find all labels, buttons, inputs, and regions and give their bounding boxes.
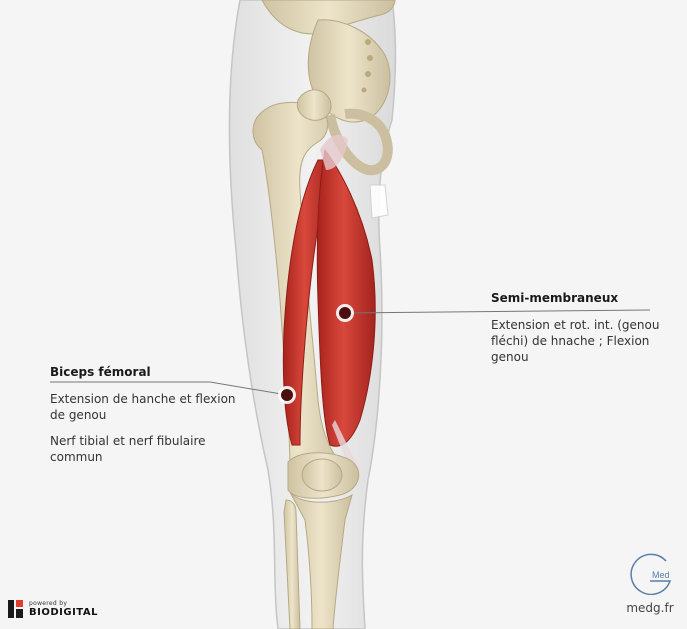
semi-membraneux-marker[interactable]	[336, 304, 354, 322]
semi-membraneux-label: Semi-membraneux Extension et rot. int. (…	[491, 291, 681, 365]
biceps-femoral-title: Biceps fémoral	[50, 365, 151, 379]
biodigital-text: BIODIGITAL	[29, 607, 98, 618]
biceps-femoral-leader-line-diagonal	[209, 381, 288, 396]
biceps-femoral-marker[interactable]	[278, 386, 296, 404]
medg-logo-text: Med	[652, 570, 670, 580]
hamstring-muscles	[282, 134, 376, 470]
knee-and-leg-bones	[283, 452, 360, 629]
semi-membraneux-title: Semi-membraneux	[491, 291, 619, 305]
biceps-femoral-description: Extension de hanche et flexion de genou	[50, 392, 236, 422]
medg-brand: Med medg.fr	[620, 553, 680, 615]
pelvis-bone	[261, 0, 396, 219]
semi-membraneux-description: Extension et rot. int. (genou fléchi) de…	[491, 318, 660, 364]
biodigital-brand: powered by BIODIGITAL	[8, 600, 98, 618]
biceps-femoral-label: Biceps fémoral Extension de hanche et fl…	[50, 365, 240, 465]
medg-logo-icon: Med	[630, 553, 672, 596]
semi-membraneux-leader-line	[344, 309, 651, 314]
medg-url: medg.fr	[626, 601, 674, 615]
biodigital-logo-icon	[8, 600, 23, 618]
powered-by-text: powered by	[29, 600, 68, 607]
biceps-femoral-innervation: Nerf tibial et nerf fibulaire commun	[50, 434, 206, 464]
